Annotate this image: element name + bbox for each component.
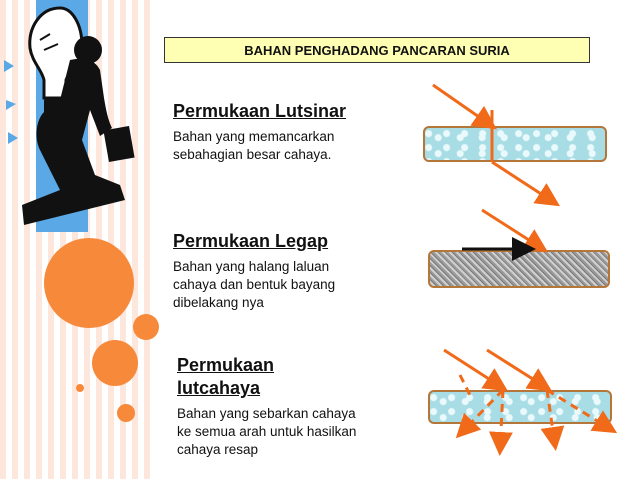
translucent-slab <box>423 126 607 162</box>
section-desc-lutcahaya: Bahan yang sebarkan cahaya ke semua arah… <box>177 405 356 459</box>
desc-line: cahaya dan bentuk bayang <box>173 277 336 292</box>
section-heading-legap: Permukaan Legap <box>173 231 329 251</box>
desc-line: Bahan yang memancarkan <box>173 129 335 144</box>
desc-line: Bahan yang sebarkan cahaya <box>177 406 356 421</box>
decorative-circle <box>44 238 134 328</box>
desc-line: dibelakang nya <box>173 295 264 310</box>
lightbulb-businessman-icon <box>4 6 135 225</box>
desc-line: Bahan yang halang laluan <box>173 259 330 274</box>
decorative-circle <box>92 340 138 386</box>
decorative-circle <box>117 404 135 422</box>
section-desc-lutsinar: Bahan yang memancarkan sebahagian besar … <box>173 128 334 164</box>
heading-line: Permukaan <box>177 355 275 375</box>
section-heading-lutsinar: Permukaan Lutsinar <box>173 101 347 121</box>
desc-line: ke semua arah untuk hasilkan <box>177 424 357 439</box>
page-title: BAHAN PENGHADANG PANCARAN SURIA <box>164 37 590 63</box>
section-heading-lutcahaya: Permukaan lutcahaya <box>177 354 274 400</box>
desc-line: sebahagian besar cahaya. <box>173 147 332 162</box>
section-desc-legap: Bahan yang halang laluan cahaya dan bent… <box>173 258 335 312</box>
desc-line: cahaya resap <box>177 442 259 457</box>
decorative-circle <box>76 384 84 392</box>
decorative-circle <box>133 314 159 340</box>
heading-line: lutcahaya <box>177 378 261 398</box>
